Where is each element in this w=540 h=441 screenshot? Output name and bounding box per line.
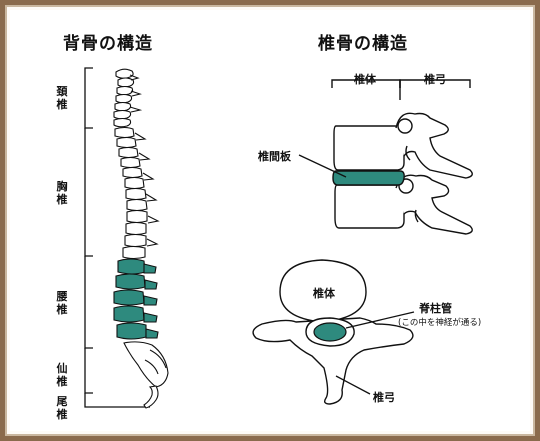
disc-label: 椎間板 <box>258 148 291 164</box>
side-arch-label: 椎弓 <box>424 71 446 87</box>
canal-note: (この中を神経が通る) <box>398 316 481 328</box>
canal-label: 脊柱管 <box>419 300 452 316</box>
vertebra-side-view <box>332 80 472 234</box>
intervertebral-disc <box>333 171 404 185</box>
spine-illustration <box>114 69 168 408</box>
top-arch-label: 椎弓 <box>373 389 395 405</box>
spinal-canal <box>314 323 346 341</box>
top-body-label: 椎体 <box>313 285 335 301</box>
side-body-label: 椎体 <box>354 71 376 87</box>
